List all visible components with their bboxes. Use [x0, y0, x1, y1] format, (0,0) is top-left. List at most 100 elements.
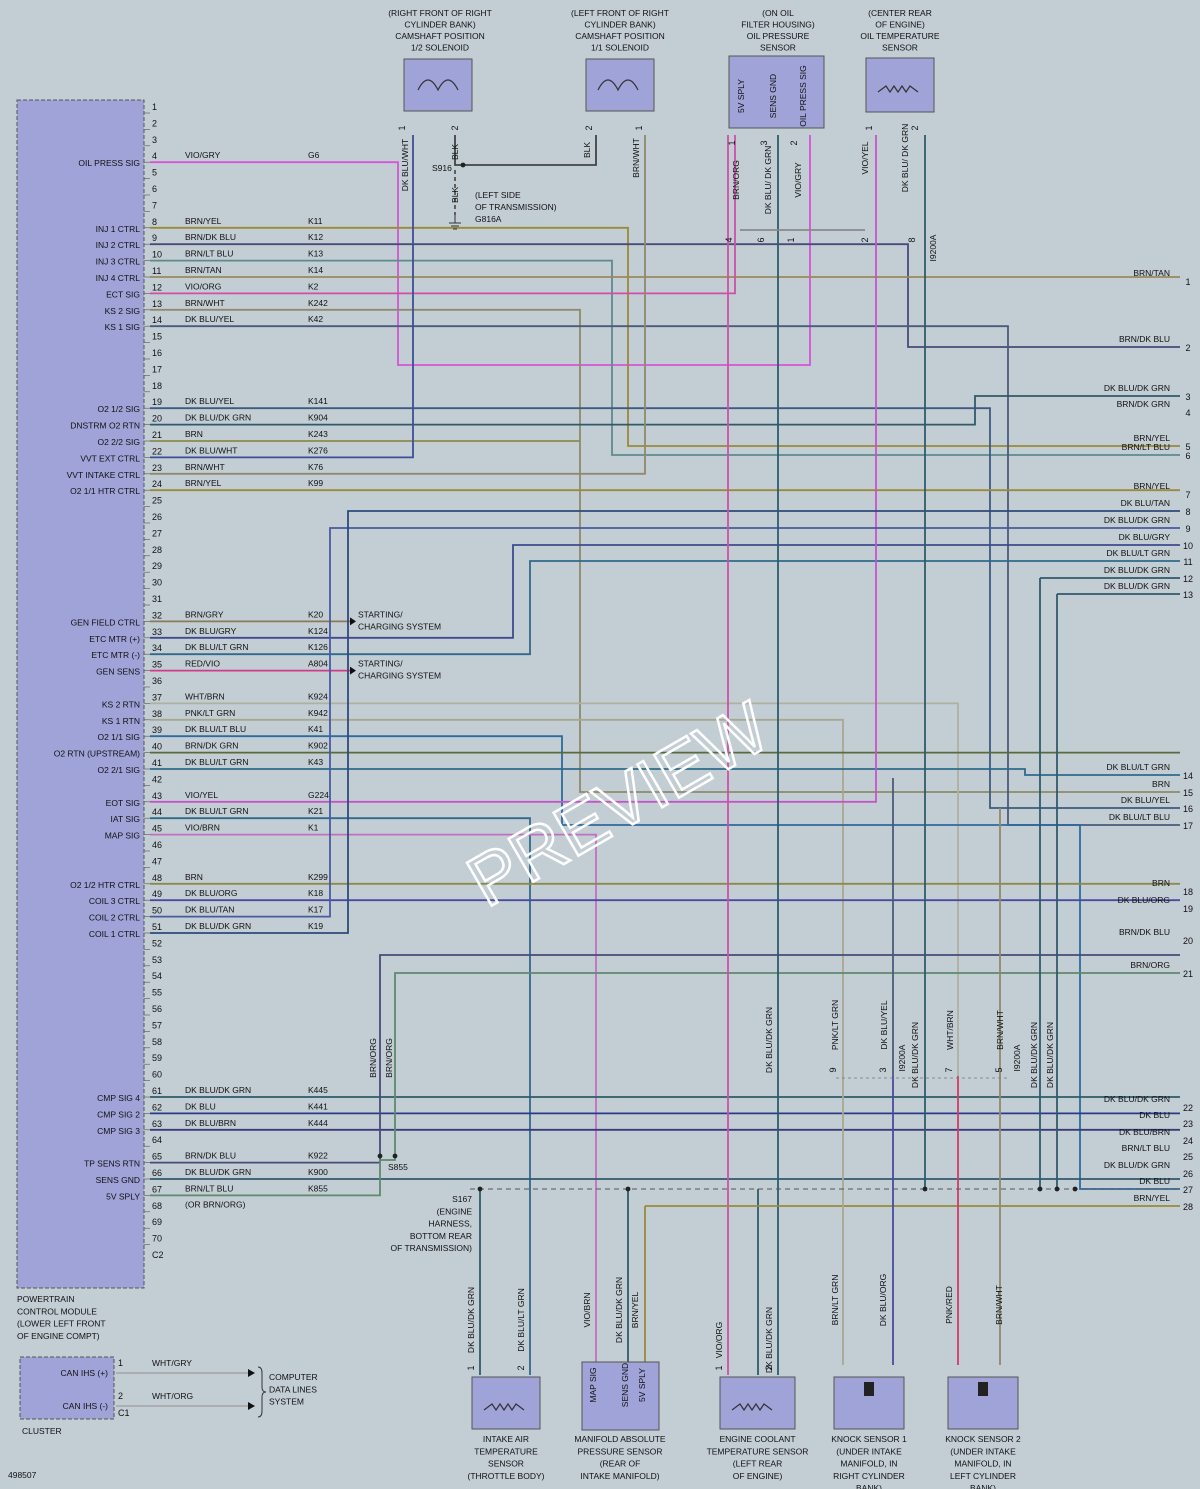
splice-s855: S855: [388, 1162, 408, 1172]
pcm-pin-number: 30: [152, 578, 162, 588]
pcm-pin-number: 31: [152, 594, 162, 604]
pcm-pin-number: 14: [152, 315, 162, 325]
pcm-pin-number: 62: [152, 1102, 162, 1112]
knock-sensor-1-title: MANIFOLD, IN: [840, 1459, 897, 1469]
iat-sensor-title: TEMPERATURE: [474, 1446, 538, 1456]
pcm-pin-number: 63: [152, 1119, 162, 1129]
oil-pressure-title: SENSOR: [760, 43, 796, 53]
pcm-pin-number: 45: [152, 824, 162, 834]
pcm-pin-number: 19: [152, 397, 162, 407]
wire-pin-14: [150, 325, 1180, 826]
pcm-pin-number: 43: [152, 791, 162, 801]
knock-sensor-icon: [978, 1382, 988, 1396]
connector-pin: 9: [828, 1067, 838, 1072]
pcm-pin-number: 35: [152, 660, 162, 670]
knock-sensor-2-title: KNOCK SENSOR 2: [945, 1434, 1021, 1444]
right-connector-pin: 4: [1185, 408, 1190, 418]
pcm-connector-id: C2: [152, 1250, 164, 1260]
splice-s167: S167: [452, 1194, 472, 1204]
pcm-signal-label: IAT SIG: [111, 814, 140, 824]
pcm-signal-label: O2 RTN (UPSTREAM): [54, 749, 140, 759]
map-sensor-title: INTAKE MANIFOLD): [580, 1471, 659, 1481]
wire-color-label: DK BLU/YEL: [185, 314, 234, 324]
oil-pressure-sensor: [728, 55, 825, 129]
pcm-signal-label: GEN SENS: [96, 667, 140, 677]
wire-color-label: DK BLU/BRN: [185, 1118, 236, 1128]
wire-circuit-label: K942: [308, 708, 328, 718]
oil-pressure-title: FILTER HOUSING): [741, 20, 815, 30]
pcm-pin-number: 57: [152, 1020, 162, 1030]
pcm-signal-label: COIL 1 CTRL: [89, 929, 140, 939]
knock-sensor-2-title: MANIFOLD, IN: [954, 1459, 1011, 1469]
pcm-pin-number: 26: [152, 512, 162, 522]
map-sensor-body: [581, 1361, 660, 1431]
pin-number: 2: [584, 125, 594, 130]
pcm-pin-number: 64: [152, 1135, 162, 1145]
pcm-signal-label: EOT SIG: [106, 798, 140, 808]
splice-dot: [625, 1186, 631, 1192]
splice-s167: BOTTOM REAR: [410, 1231, 472, 1241]
pcm-pin-number: 33: [152, 627, 162, 637]
wire-label: DK BLU/WHT: [400, 139, 410, 191]
wire-pin-9: [150, 243, 1180, 348]
connector-pin: 5: [994, 1067, 1004, 1072]
arrow-icon: [248, 1369, 255, 1377]
pcm-signal-label: KS 2 RTN: [102, 699, 140, 709]
wire-color-label: DK BLU/DK GRN: [185, 921, 251, 931]
cluster-signal: CAN IHS (-): [63, 1401, 109, 1411]
wire-label: DK BLU/ORG: [878, 1274, 888, 1326]
pcm-pin-number: 41: [152, 758, 162, 768]
connector-pin: 4: [724, 237, 734, 242]
starting-charging-label: CHARGING SYSTEM: [358, 621, 441, 631]
right-connector-pin: 11: [1183, 557, 1192, 567]
right-connector-pin: 13: [1183, 590, 1193, 600]
connector-pin: 8: [907, 237, 917, 242]
map-sensor-title: (REAR OF: [600, 1459, 641, 1469]
pcm-pin-number: 42: [152, 774, 162, 784]
pcm-pin-number: 1: [152, 102, 157, 112]
wire-color-label: BRN/LT BLU: [185, 249, 233, 259]
pcm-pin-number: 55: [152, 988, 162, 998]
wire-pin-39: [150, 735, 1180, 1190]
thermistor-icon: [877, 84, 919, 94]
cluster-wire-label: WHT/GRY: [152, 1358, 192, 1368]
ect-sensor-title: OF ENGINE): [733, 1471, 783, 1481]
cmp-1-1-title: CAMSHAFT POSITION: [575, 31, 665, 41]
pcm-pin-number: 70: [152, 1234, 162, 1244]
splice-s167: HARNESS,: [429, 1219, 472, 1229]
pin-number: 3: [759, 140, 769, 145]
right-connector-pin: 2: [1185, 343, 1190, 353]
pcm-signal-label: CMP SIG 2: [97, 1109, 140, 1119]
wire-label: DK BLU/DK GRN: [1045, 1022, 1055, 1088]
pcm-pin-number: 15: [152, 332, 162, 342]
thermistor-icon: [731, 1402, 773, 1412]
pcm-pin-number: 7: [152, 200, 157, 210]
cmp-1-1-solenoid: [585, 58, 655, 112]
right-connector-wire-label: DK BLU/GRY: [1119, 532, 1171, 542]
wire-circuit-label: K900: [308, 1167, 328, 1177]
wire-color-label: DK BLU/LT GRN: [185, 806, 248, 816]
wire-circuit-label: K902: [308, 741, 328, 751]
splice-dot: [392, 1153, 398, 1159]
pcm-signal-label: KS 1 RTN: [102, 716, 140, 726]
pcm-signal-label: DNSTRM O2 RTN: [70, 421, 140, 431]
wire-color-label-alt: (OR BRN/ORG): [185, 1199, 246, 1209]
knock-sensor-1-title: BANK): [856, 1483, 882, 1489]
pcm-name: (LOWER LEFT FRONT: [17, 1319, 106, 1329]
right-connector-wire-label: BRN/LT BLU: [1122, 1143, 1170, 1153]
wire-circuit-label: K2: [308, 281, 319, 291]
pcm-pin-number: 16: [152, 348, 162, 358]
wire-circuit-label: K141: [308, 396, 328, 406]
connector-pin: 3: [878, 1067, 888, 1072]
pcm-pin-number: 68: [152, 1201, 162, 1211]
pcm-pin-number: 2: [152, 118, 157, 128]
wire-pin-23: [150, 135, 646, 475]
wire-color-label: BRN/LT BLU: [185, 1183, 233, 1193]
wire-circuit-label: K124: [308, 626, 328, 636]
pcm-signal-label: ETC MTR (-): [91, 650, 140, 660]
pin-number: 2: [450, 125, 460, 130]
